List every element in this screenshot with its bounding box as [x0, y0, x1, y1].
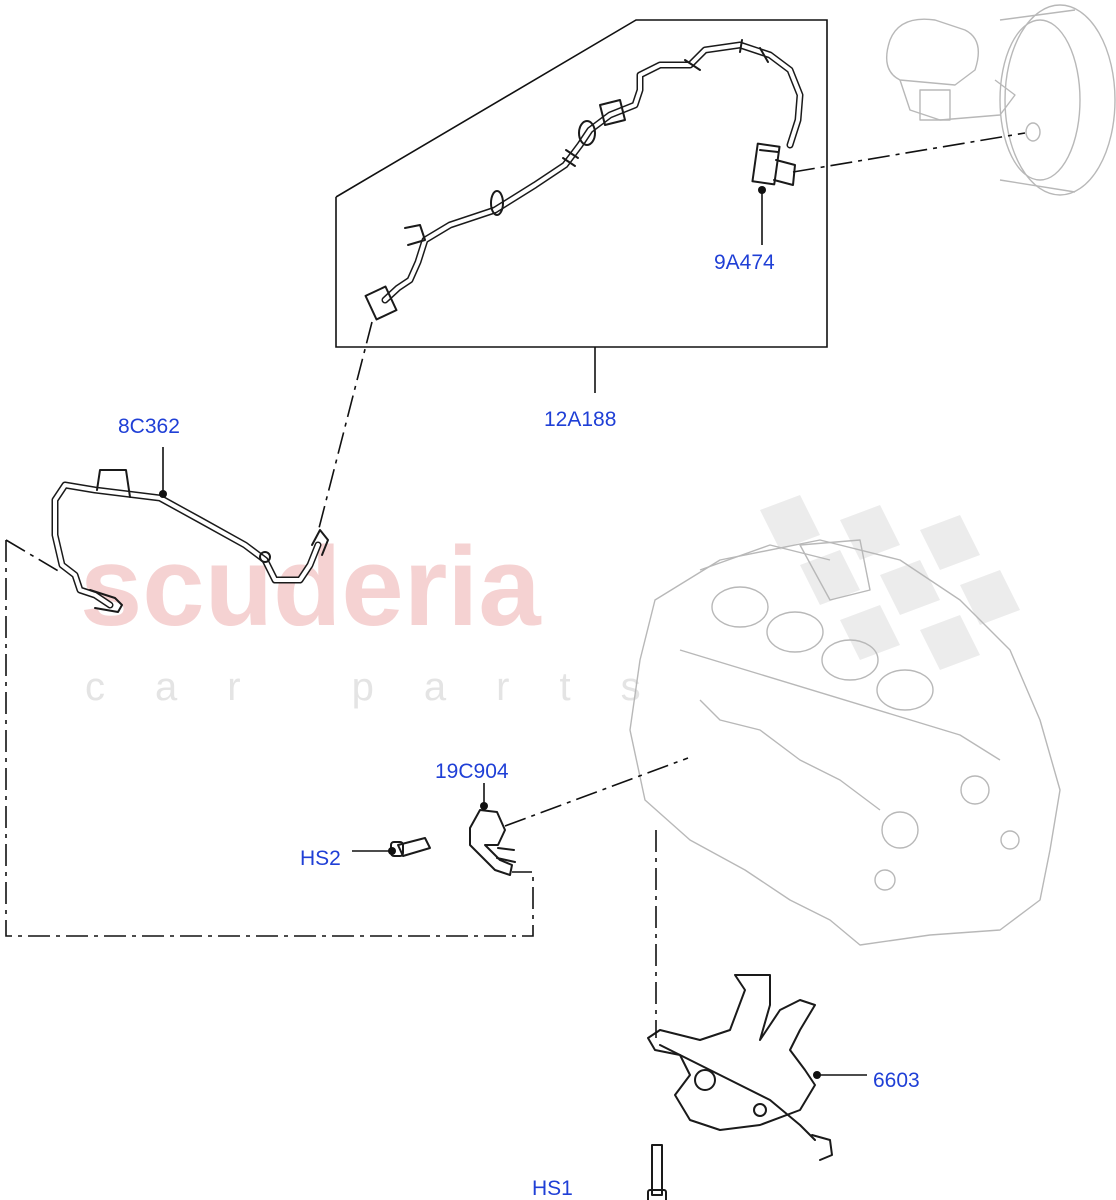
callout-8C362[interactable]: 8C362 — [118, 415, 180, 438]
kit-frame-12A188 — [335, 19, 828, 348]
vacuum-hose-12A188[interactable] — [364, 39, 804, 321]
callout-9A474[interactable]: 9A474 — [714, 251, 775, 274]
sensor-9A474[interactable] — [751, 142, 796, 186]
routing-lines — [5, 132, 1026, 1038]
watermark-tagline: car parts — [85, 665, 691, 709]
hose-8C362[interactable] — [51, 469, 329, 613]
watermark-brand: scuderia — [80, 524, 541, 649]
leader-lines — [159, 186, 867, 1079]
bolt-HS2[interactable] — [390, 837, 431, 857]
callout-6603[interactable]: 6603 — [873, 1069, 920, 1092]
callout-HS1[interactable]: HS1 — [532, 1177, 573, 1200]
oil-pump-6603[interactable] — [647, 974, 833, 1161]
callout-HS2[interactable]: HS2 — [300, 847, 341, 870]
sensor-19C904[interactable] — [469, 809, 516, 876]
engine-block — [629, 539, 1061, 946]
callout-12A188[interactable]: 12A188 — [544, 408, 616, 431]
bolt-HS1[interactable] — [647, 1144, 667, 1200]
callout-19C904[interactable]: 19C904 — [435, 760, 509, 783]
checkered-flag-graphic — [760, 495, 1020, 670]
watermark: scuderia car parts — [80, 495, 1020, 709]
brake-booster-assembly — [886, 4, 1116, 196]
